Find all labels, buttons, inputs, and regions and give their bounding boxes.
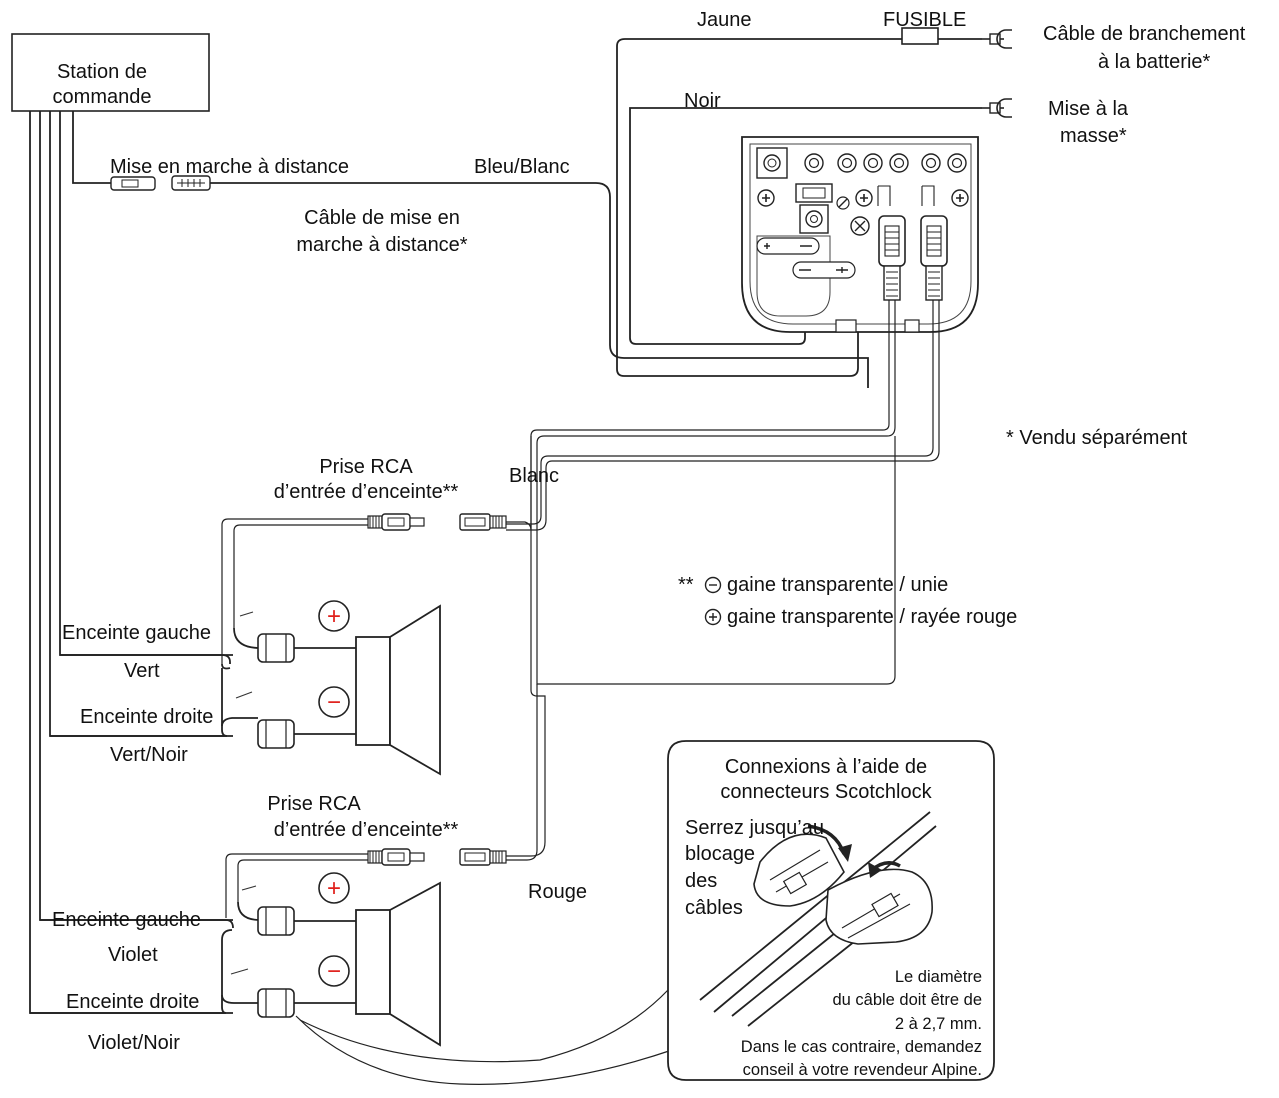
rear-speaker-magnet: [355, 909, 391, 1015]
yellow-wire-label: Jaune: [697, 9, 752, 31]
legend-prefix: **: [678, 574, 694, 596]
head-unit-label-line1: Station de: [57, 61, 147, 83]
front-right-scotchlock-icon: [257, 719, 295, 749]
remote-cable-line1: Câble de mise en: [304, 207, 460, 229]
power-wiring: Jaune FUSIBLE Câble de branchement à la …: [616, 9, 1246, 377]
remote-cable-line2: marche à distance*: [296, 234, 467, 256]
rear-rca-female-icon: [459, 848, 507, 866]
ground-line2: masse*: [1060, 125, 1127, 147]
head-unit-box: [11, 33, 210, 112]
front-speaker-magnet: [355, 636, 391, 746]
polarity-legend: ** gaine transparente / unie gaine trans…: [678, 574, 1017, 628]
front-plus-icon: [318, 600, 350, 632]
scotchlock-note-line1: Le diamètre: [895, 968, 982, 986]
battery-cable-line2: à la batterie*: [1098, 51, 1211, 73]
sold-separately-note: * Vendu séparément: [1006, 427, 1188, 449]
rear-speaker-cone: [389, 881, 441, 1047]
rear-minus-sign: −: [327, 958, 341, 985]
head-unit-wires: [29, 111, 233, 1014]
legend-plus-text: gaine transparente / rayée rouge: [727, 606, 1017, 628]
scotchlock-note-line5: conseil à votre revendeur Alpine.: [743, 1061, 982, 1079]
remote-on-label: Mise en marche à distance: [110, 156, 349, 178]
tighten-line3: des: [685, 870, 717, 892]
scotchlock-note-line3: 2 à 2,7 mm.: [895, 1015, 982, 1033]
remote-wire-color: Bleu/Blanc: [474, 156, 570, 178]
front-rca-line2: d’entrée d’enceinte**: [274, 481, 459, 503]
ground-terminal-icon: [981, 98, 1013, 118]
head-unit: Station de commande: [11, 33, 210, 112]
rear-plus-icon: [318, 872, 350, 904]
detail-callout: [295, 989, 673, 1085]
front-left-color: Vert: [124, 660, 160, 682]
front-speaker: + − Prise RCA d’entrée d’enceinte** Blan…: [50, 456, 559, 776]
rear-rca-line2: d’entrée d’enceinte**: [274, 819, 459, 841]
scotchlock-note-line2: du câble doit être de: [832, 991, 982, 1009]
legend-minus-text: gaine transparente / unie: [727, 574, 948, 596]
fuse-label: FUSIBLE: [883, 9, 966, 31]
rear-right-scotchlock-icon: [257, 988, 295, 1018]
rear-left-scotchlock-icon: [257, 906, 295, 936]
front-minus-sign: −: [327, 689, 341, 716]
rear-speaker: + − Prise RCA d’entrée d’enceinte** Roug…: [30, 793, 587, 1054]
front-minus-icon: [318, 686, 350, 718]
black-wire-label: Noir: [684, 90, 721, 112]
front-rca-color: Blanc: [509, 465, 559, 487]
rca-signal-cable: [506, 300, 940, 861]
rear-right-color: Violet/Noir: [88, 1032, 180, 1054]
scotchlock-note-line4: Dans le cas contraire, demandez: [741, 1038, 982, 1056]
rear-rca-male-icon: [367, 848, 425, 866]
ground-line1: Mise à la: [1048, 98, 1129, 120]
front-right-label: Enceinte droite: [80, 706, 213, 728]
scotchlock-illustration-icon: [699, 811, 937, 1027]
tighten-line4: câbles: [685, 897, 743, 919]
tighten-line1: Serrez jusqu’au: [685, 817, 824, 839]
front-rca-female-icon: [459, 513, 507, 531]
front-left-label: Enceinte gauche: [62, 622, 211, 644]
fuse-icon: [901, 27, 939, 45]
tighten-line2: blocage: [685, 843, 755, 865]
head-unit-label-line2: commande: [53, 86, 152, 108]
battery-terminal-icon: [981, 29, 1013, 49]
amplifier-unit: [741, 136, 979, 333]
scotchlock-title-line1: Connexions à l’aide de: [725, 756, 927, 778]
legend-minus-icon: [704, 576, 722, 594]
legend-plus-icon: [704, 608, 722, 626]
rear-left-label: Enceinte gauche: [52, 909, 201, 931]
rear-rca-color: Rouge: [528, 881, 587, 903]
rear-left-color: Violet: [108, 944, 158, 966]
rear-plus-sign: +: [327, 875, 341, 902]
scotchlock-title-line2: connecteurs Scotchlock: [720, 781, 932, 803]
rear-right-label: Enceinte droite: [66, 991, 199, 1013]
front-plus-sign: +: [327, 603, 341, 630]
front-left-scotchlock-icon: [257, 633, 295, 663]
rear-rca-line1: Prise RCA: [267, 793, 361, 815]
rear-minus-icon: [318, 955, 350, 987]
scotchlock-detail: Connexions à l’aide de connecteurs Scotc…: [667, 740, 995, 1081]
front-rca-male-icon: [367, 513, 425, 531]
remote-turn-on: Mise en marche à distance Bleu/Blanc Câb…: [110, 156, 869, 388]
front-speaker-cone: [389, 604, 441, 776]
front-right-color: Vert/Noir: [110, 744, 188, 766]
front-rca-line1: Prise RCA: [319, 456, 413, 478]
battery-cable-line1: Câble de branchement: [1043, 23, 1246, 45]
